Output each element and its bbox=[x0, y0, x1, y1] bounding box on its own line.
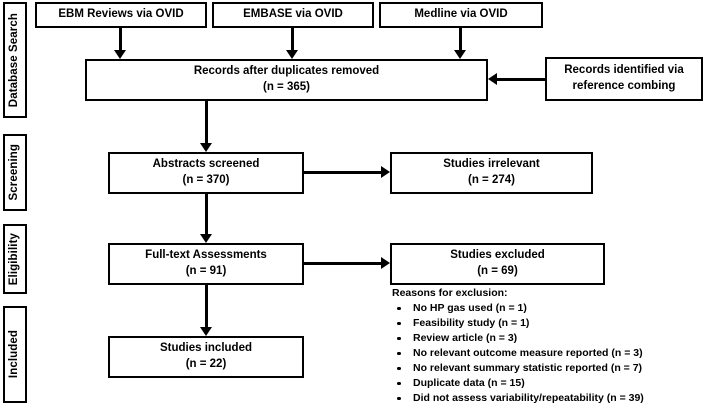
connector-fulltext-to-excluded bbox=[304, 262, 381, 265]
list-item-label: Feasibility study (n = 1) bbox=[413, 316, 530, 329]
connector-embase-to-records bbox=[291, 28, 294, 50]
bullet-icon bbox=[397, 321, 401, 325]
box-abstracts-screened: Abstracts screened (n = 370) bbox=[108, 152, 304, 194]
list-item-label: Review article (n = 3) bbox=[413, 331, 518, 344]
bullet-icon bbox=[397, 306, 401, 310]
connector-abstracts-to-irrelevant bbox=[304, 171, 381, 174]
box-line-2: (n = 91) bbox=[185, 265, 227, 277]
list-item: Review article (n = 3) bbox=[392, 331, 708, 346]
arrowhead-records-to-abstracts bbox=[200, 143, 212, 152]
stage-label-eligibility: Eligibility bbox=[3, 224, 27, 294]
arrowhead-fulltext-to-excluded bbox=[381, 257, 390, 269]
exclusion-reasons-heading: Reasons for exclusion: bbox=[392, 287, 508, 299]
box-studies-excluded: Studies excluded (n = 69) bbox=[390, 243, 605, 285]
arrowhead-embase-to-records bbox=[286, 50, 298, 59]
connector-records-to-abstracts bbox=[205, 101, 208, 143]
box-line-1: Abstracts screened bbox=[152, 158, 260, 171]
box-line-1: Studies excluded bbox=[450, 249, 545, 262]
box-line-1: Medline via OVID bbox=[414, 8, 508, 21]
box-source-ebm-reviews: EBM Reviews via OVID bbox=[35, 2, 207, 28]
stage-label-database-search: Database Search bbox=[3, 2, 27, 118]
list-item-label: No relevant outcome measure reported (n … bbox=[413, 346, 643, 359]
box-source-medline: Medline via OVID bbox=[379, 2, 543, 28]
bullet-icon bbox=[397, 351, 401, 355]
stage-label-text: Eligibility bbox=[8, 232, 21, 286]
box-line-2: (n = 365) bbox=[263, 81, 310, 93]
arrowhead-reference-combing-to-records bbox=[488, 73, 497, 85]
box-line-2: (n = 22) bbox=[185, 358, 227, 370]
exclusion-reasons-block: Reasons for exclusion: No HP gas used (n… bbox=[392, 288, 708, 406]
stage-label-text: Screening bbox=[8, 144, 21, 201]
list-item-label: No relevant summary statistic reported (… bbox=[413, 361, 643, 374]
list-item: No relevant outcome measure reported (n … bbox=[392, 346, 708, 361]
box-line-1: Studies irrelevant bbox=[443, 158, 540, 171]
bullet-icon bbox=[397, 366, 401, 370]
box-source-embase: EMBASE via OVID bbox=[212, 2, 374, 28]
arrowhead-ebm-to-records bbox=[114, 50, 126, 59]
connector-reference-combing-to-records bbox=[497, 78, 545, 81]
box-studies-included: Studies included (n = 22) bbox=[108, 336, 304, 378]
bullet-icon bbox=[397, 396, 401, 400]
connector-fulltext-to-included bbox=[205, 285, 208, 327]
box-line-1: Records identified via bbox=[564, 64, 684, 77]
box-line-1: Studies included bbox=[159, 342, 252, 355]
arrowhead-fulltext-to-included bbox=[200, 327, 212, 336]
box-records-after-duplicates-removed: Records after duplicates removed (n = 36… bbox=[85, 59, 488, 101]
box-line-2: (n = 274) bbox=[468, 174, 515, 186]
box-line-2: (n = 69) bbox=[477, 265, 518, 277]
box-line-2: reference combing bbox=[572, 80, 676, 92]
stage-label-included: Included bbox=[3, 306, 27, 403]
list-item-label: No HP gas used (n = 1) bbox=[413, 301, 527, 314]
box-line-1: Records after duplicates removed bbox=[193, 65, 380, 78]
box-line-1: EMBASE via OVID bbox=[243, 8, 343, 21]
list-item: No HP gas used (n = 1) bbox=[392, 301, 708, 316]
bullet-icon bbox=[397, 336, 401, 340]
stage-label-screening: Screening bbox=[3, 134, 27, 211]
list-item-label: Did not assess variability/repeatability… bbox=[413, 391, 644, 404]
bullet-icon bbox=[397, 381, 401, 385]
box-line-1: EBM Reviews via OVID bbox=[58, 8, 184, 21]
box-records-identified-reference-combing: Records identified via reference combing bbox=[545, 57, 703, 101]
arrowhead-abstracts-to-irrelevant bbox=[381, 166, 390, 178]
list-item: Duplicate data (n = 15) bbox=[392, 376, 708, 391]
arrowhead-abstracts-to-fulltext bbox=[200, 234, 212, 243]
stage-label-text: Database Search bbox=[8, 12, 21, 108]
connector-ebm-to-records bbox=[119, 28, 122, 50]
connector-medline-to-records bbox=[459, 28, 462, 50]
box-line-2: (n = 370) bbox=[182, 174, 230, 186]
box-studies-irrelevant: Studies irrelevant (n = 274) bbox=[390, 152, 593, 194]
exclusion-reasons-list: No HP gas used (n = 1) Feasibility study… bbox=[392, 301, 708, 406]
list-item-label: Duplicate data (n = 15) bbox=[413, 376, 525, 389]
connector-abstracts-to-fulltext bbox=[205, 194, 208, 234]
list-item: Feasibility study (n = 1) bbox=[392, 316, 708, 331]
box-fulltext-assessments: Full-text Assessments (n = 91) bbox=[108, 243, 304, 285]
stage-label-text: Included bbox=[8, 330, 21, 379]
list-item: No relevant summary statistic reported (… bbox=[392, 361, 708, 376]
box-line-1: Full-text Assessments bbox=[145, 249, 267, 262]
list-item: Did not assess variability/repeatability… bbox=[392, 391, 708, 406]
arrowhead-medline-to-records bbox=[454, 50, 466, 59]
